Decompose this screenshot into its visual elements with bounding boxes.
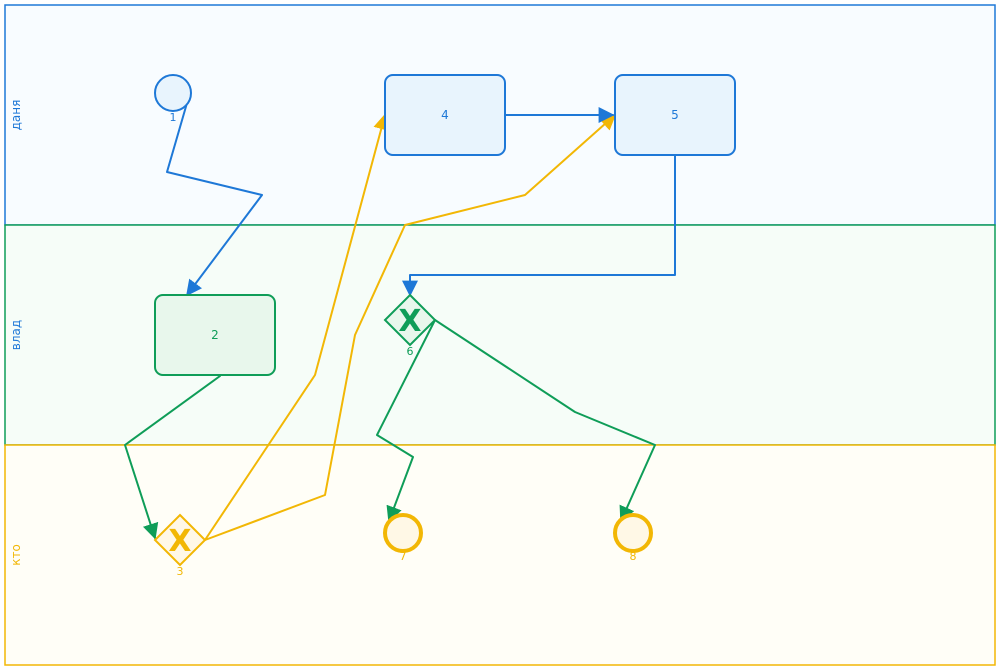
- gateway-3-label: 3: [177, 565, 184, 578]
- edge-6-7[interactable]: [376, 319, 436, 523]
- edge-5-6[interactable]: [402, 154, 676, 297]
- end-event-7-label: 7: [400, 550, 407, 563]
- edge-1-2[interactable]: [166, 102, 263, 297]
- task-5-box[interactable]: [614, 74, 736, 156]
- gateway-6-diamond[interactable]: [383, 293, 437, 347]
- end-event-7[interactable]: 7: [383, 513, 423, 563]
- task-4-label: 4: [441, 108, 449, 122]
- end-event-8[interactable]: 8: [613, 513, 653, 563]
- edge-2-3[interactable]: [124, 375, 221, 540]
- lane-kto-box: [4, 444, 996, 666]
- lane-vlad-label: влад: [9, 320, 23, 350]
- task-5[interactable]: 5: [614, 74, 736, 156]
- lane-dania-label: даня: [9, 100, 23, 131]
- task-4-box[interactable]: [384, 74, 506, 156]
- start-event-1[interactable]: 1: [154, 74, 192, 124]
- task-4[interactable]: 4: [384, 74, 506, 156]
- lane-vlad: влад: [4, 224, 996, 446]
- connectors: [124, 102, 676, 541]
- gateway-6-x-icon: X: [398, 304, 421, 339]
- edge-3-4[interactable]: [204, 113, 389, 541]
- lane-kto-label: кто: [9, 544, 23, 566]
- edge-3-5[interactable]: [204, 113, 617, 541]
- start-event-label: 1: [170, 111, 177, 124]
- edge-6-8[interactable]: [434, 319, 656, 523]
- gateway-3-diamond[interactable]: [153, 513, 207, 567]
- task-2[interactable]: 2: [154, 294, 276, 376]
- task-5-label: 5: [671, 108, 679, 122]
- gateway-6-label: 6: [407, 345, 414, 358]
- task-2-box[interactable]: [154, 294, 276, 376]
- gateway-6[interactable]: X 6: [383, 293, 437, 358]
- lane-vlad-box: [4, 224, 996, 446]
- gateway-3-x-icon: X: [168, 524, 191, 559]
- gateway-3[interactable]: X 3: [153, 513, 207, 578]
- end-event-8-circle[interactable]: [613, 513, 653, 553]
- end-event-7-circle[interactable]: [383, 513, 423, 553]
- start-event-circle[interactable]: [154, 74, 192, 112]
- task-2-label: 2: [211, 328, 219, 342]
- end-event-8-label: 8: [630, 550, 637, 563]
- lane-kto: кто: [4, 444, 996, 666]
